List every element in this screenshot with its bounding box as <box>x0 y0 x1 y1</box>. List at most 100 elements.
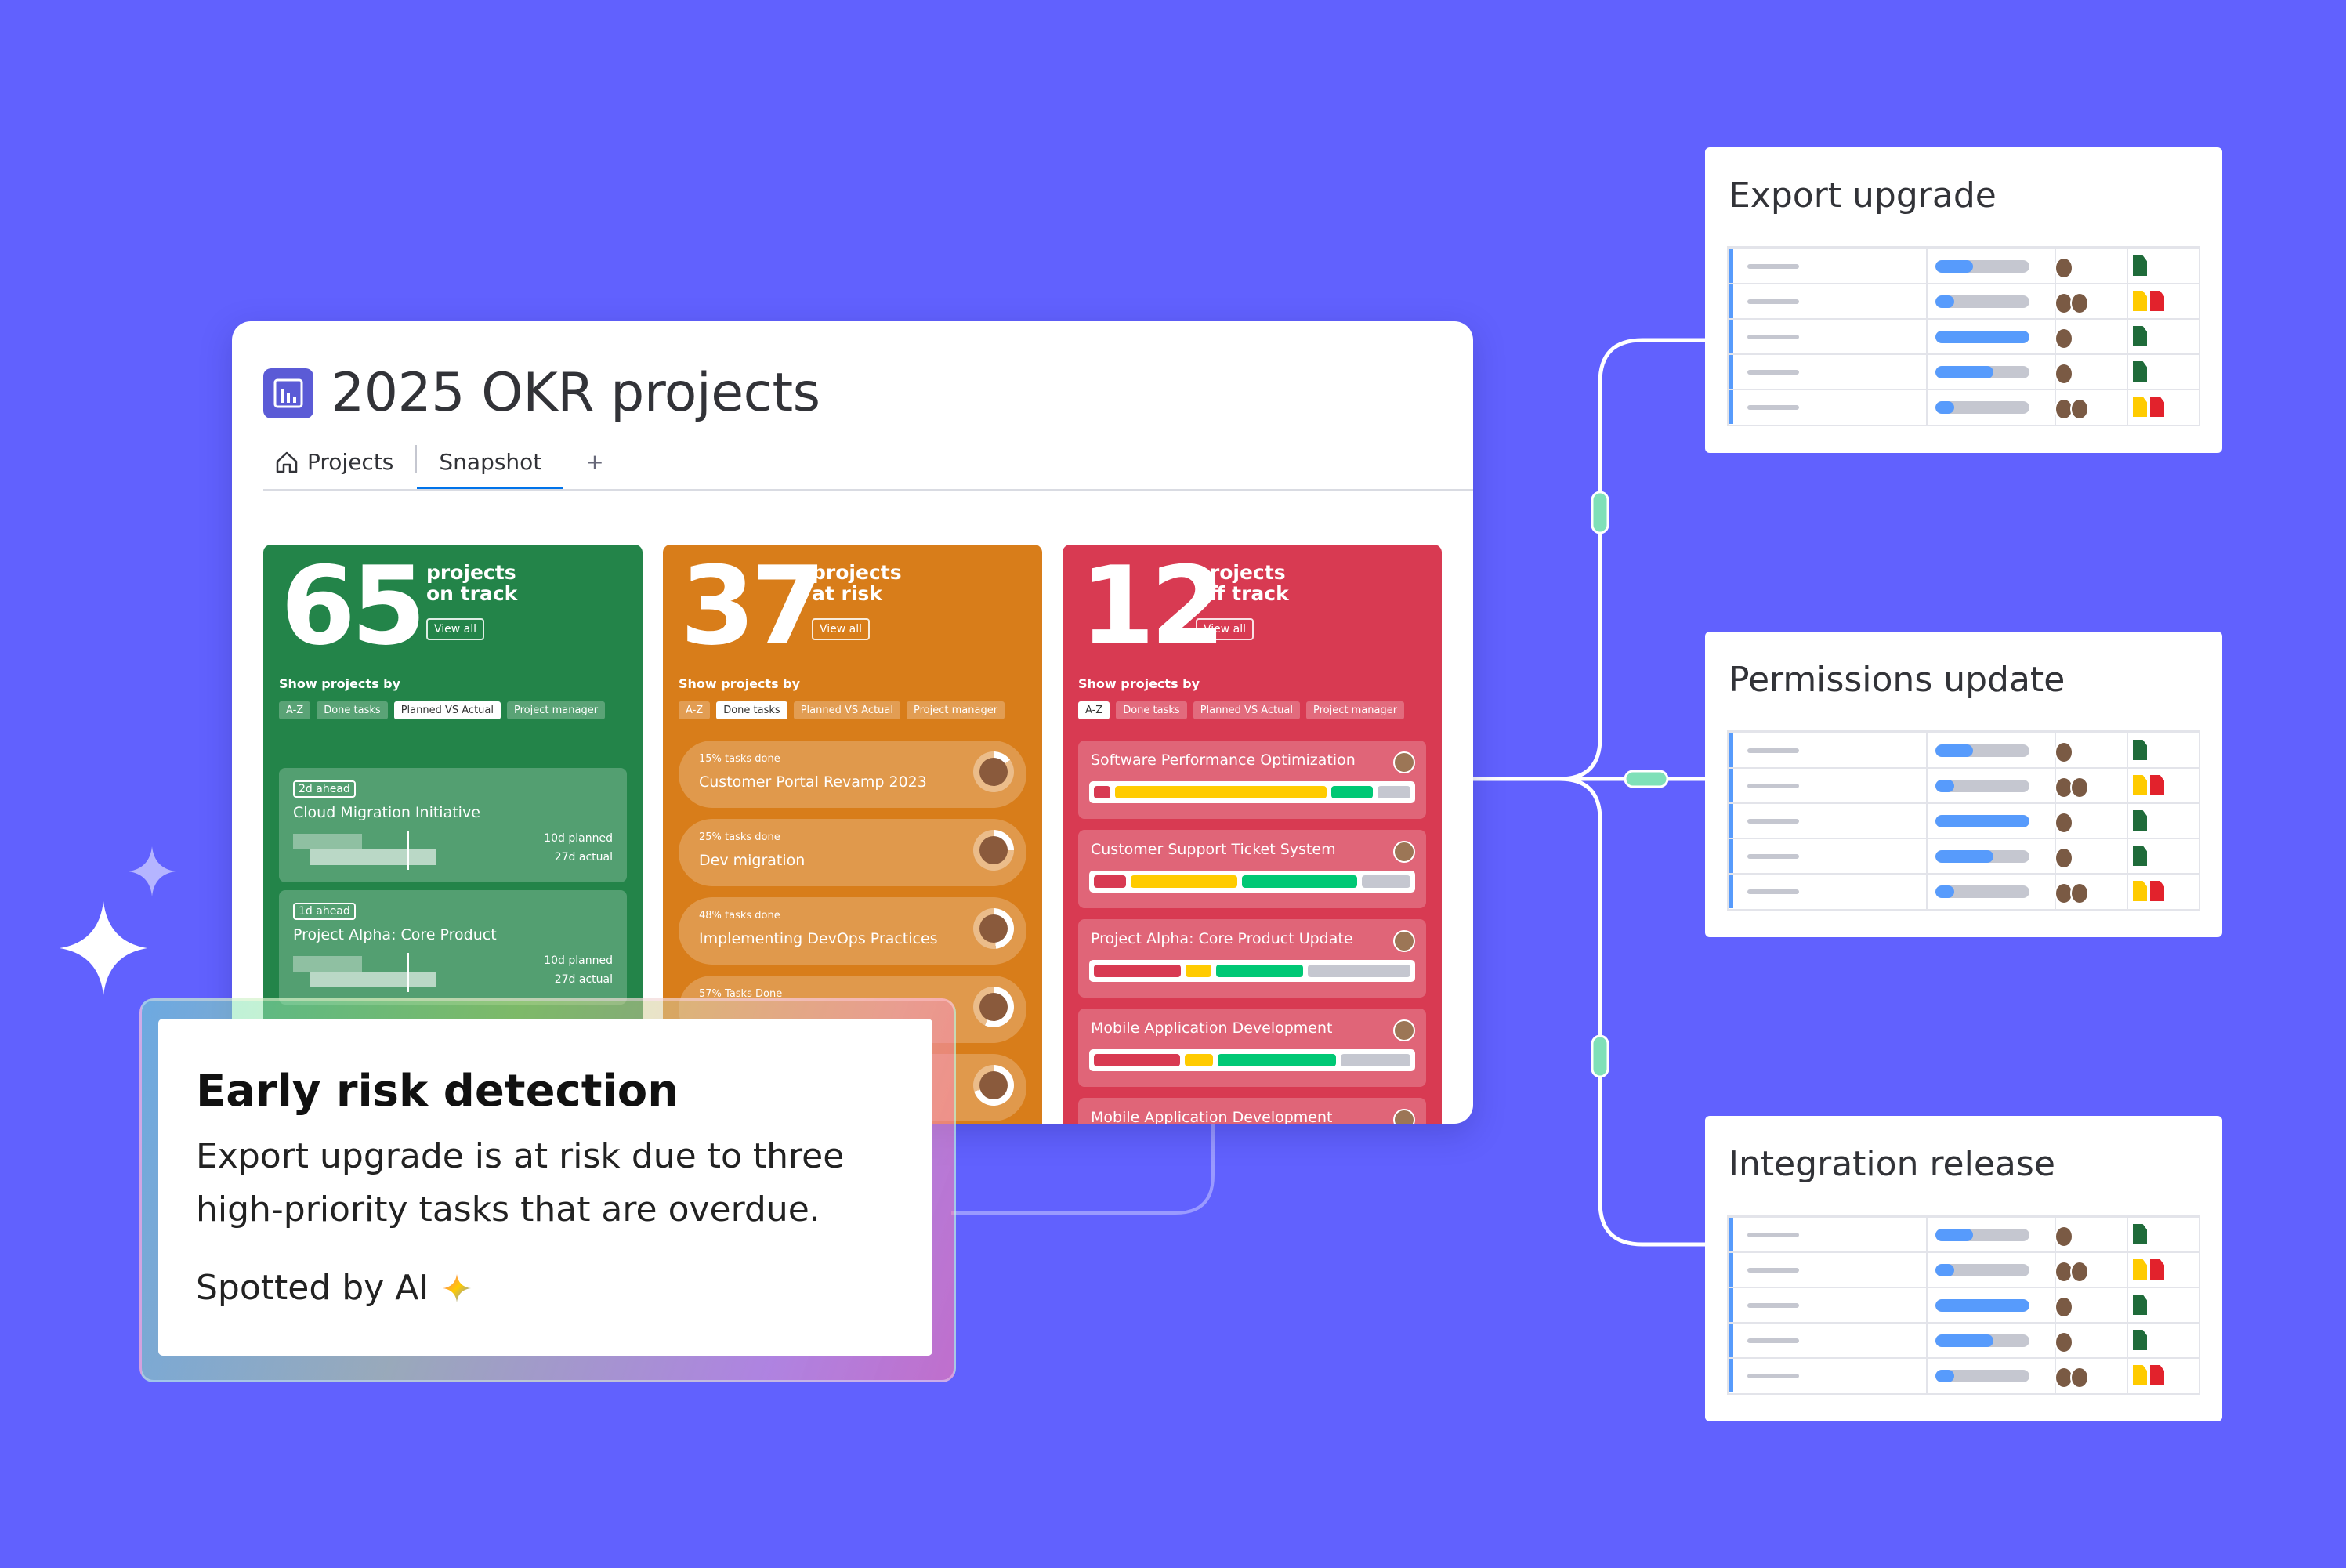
column-at-risk: 37 projects at risk View all Show projec… <box>663 545 1042 1124</box>
view-all-button[interactable]: View all <box>1196 618 1254 640</box>
chip-a-z[interactable]: A-Z <box>1078 701 1110 719</box>
project-name: Dev migration <box>699 852 806 869</box>
chip-project-manager[interactable]: Project manager <box>507 701 606 719</box>
planned-bar <box>293 834 362 849</box>
callout-body: Export upgrade is at risk due to three h… <box>196 1136 845 1229</box>
file-icon <box>2150 1365 2164 1385</box>
progress-bar <box>1935 815 2029 827</box>
project-name: Project Alpha: Core Product Update <box>1091 930 1353 947</box>
item-name-placeholder <box>1747 1303 1799 1308</box>
project-name: Cloud Migration Initiative <box>293 804 480 821</box>
chip-done-tasks[interactable]: Done tasks <box>317 701 388 719</box>
table-row[interactable] <box>1729 1287 2199 1322</box>
file-icon <box>2133 397 2147 417</box>
files-cell <box>2133 846 2147 866</box>
table-row[interactable] <box>1729 838 2199 873</box>
table-row[interactable] <box>1729 389 2199 424</box>
project-card[interactable]: Project Alpha: Core Product Update <box>1078 919 1426 998</box>
chip-project-manager[interactable]: Project manager <box>1306 701 1405 719</box>
file-icon <box>2133 1365 2147 1385</box>
tasks-done: 15% tasks done <box>699 753 780 765</box>
view-all-button[interactable]: View all <box>812 618 871 640</box>
project-card[interactable]: Customer Support Ticket System <box>1078 830 1426 908</box>
progress-fill <box>1935 1370 1954 1382</box>
dashboard-app-icon <box>263 368 313 418</box>
project-card[interactable]: Software Performance Optimization <box>1078 741 1426 819</box>
panel-permissions-update[interactable]: Permissions update <box>1705 632 2222 937</box>
table-row[interactable] <box>1729 283 2199 318</box>
table-row[interactable] <box>1729 802 2199 838</box>
column-divider <box>1926 1216 1928 1393</box>
panel-export-upgrade[interactable]: Export upgrade <box>1705 147 2222 453</box>
today-marker <box>407 953 409 992</box>
item-name-placeholder <box>1747 889 1799 894</box>
item-name-placeholder <box>1747 1268 1799 1273</box>
item-name-placeholder <box>1747 264 1799 269</box>
actual-bar <box>310 849 436 865</box>
off-track-count: 12 <box>1080 545 1225 669</box>
chip-done-tasks[interactable]: Done tasks <box>716 701 787 719</box>
project-card[interactable]: 1d ahead Project Alpha: Core Product 10d… <box>279 890 627 1005</box>
file-icon <box>2133 881 2147 901</box>
avatar <box>979 1071 1008 1099</box>
planned-bar <box>293 956 362 972</box>
project-name: Mobile Application Development <box>1091 1109 1333 1124</box>
file-icon <box>2150 397 2164 417</box>
project-card[interactable]: Mobile Application Development <box>1078 1009 1426 1087</box>
chip-a-z[interactable]: A-Z <box>279 701 311 719</box>
person-avatar <box>2070 882 2089 904</box>
file-icon <box>2133 775 2147 795</box>
table-row[interactable] <box>1729 767 2199 802</box>
people-cell <box>2055 741 2073 763</box>
at-risk-count: 37 <box>680 545 826 669</box>
tab-projects[interactable]: Projects <box>274 449 415 489</box>
progress-bar <box>1935 401 2029 414</box>
column-divider <box>1926 732 1928 909</box>
table-row[interactable] <box>1729 1216 2199 1251</box>
chip-done-tasks[interactable]: Done tasks <box>1116 701 1187 719</box>
avatar <box>979 914 1008 943</box>
view-all-button[interactable]: View all <box>426 618 485 640</box>
chip-a-z[interactable]: A-Z <box>679 701 711 719</box>
chip-planned-vs-actual[interactable]: Planned VS Actual <box>393 701 501 719</box>
person-avatar <box>2070 1367 2089 1389</box>
project-card[interactable]: 2d ahead Cloud Migration Initiative 10d … <box>279 768 627 882</box>
person-avatar <box>2055 257 2073 279</box>
project-card[interactable]: Mobile Application Development <box>1078 1098 1426 1124</box>
chip-planned-vs-actual[interactable]: Planned VS Actual <box>1193 701 1300 719</box>
status-segment <box>1307 965 1410 977</box>
file-icon <box>2133 810 2147 831</box>
ai-insight-callout: Early risk detection Export upgrade is a… <box>158 1019 932 1356</box>
person-avatar <box>2055 1226 2073 1248</box>
item-name-placeholder <box>1747 854 1799 859</box>
off-track-label: projects off track <box>1196 562 1289 604</box>
chip-project-manager[interactable]: Project manager <box>907 701 1005 719</box>
progress-bar <box>1935 885 2029 898</box>
people-cell <box>2055 1367 2089 1389</box>
table-row[interactable] <box>1729 732 2199 767</box>
column-off-track: 12 projects off track View all Show proj… <box>1063 545 1442 1124</box>
table-row[interactable] <box>1729 1357 2199 1392</box>
column-divider <box>2127 1216 2128 1393</box>
status-segment <box>1215 965 1303 977</box>
table-row[interactable] <box>1729 353 2199 389</box>
file-icon <box>2150 291 2164 311</box>
files-cell <box>2133 1365 2164 1385</box>
progress-bar <box>1935 295 2029 308</box>
status-segment <box>1094 786 1110 798</box>
panel-integration-release[interactable]: Integration release <box>1705 1116 2222 1421</box>
table-row[interactable] <box>1729 1322 2199 1357</box>
table-row[interactable] <box>1729 248 2199 283</box>
add-tab-button[interactable]: + <box>563 449 625 489</box>
chip-planned-vs-actual[interactable]: Planned VS Actual <box>793 701 900 719</box>
project-name: Implementing DevOps Practices <box>699 930 938 947</box>
table-row[interactable] <box>1729 318 2199 353</box>
tab-snapshot[interactable]: Snapshot <box>417 449 564 491</box>
table-row[interactable] <box>1729 873 2199 908</box>
table-row[interactable] <box>1729 1251 2199 1287</box>
avatar <box>1393 751 1415 773</box>
item-name-placeholder <box>1747 1374 1799 1378</box>
